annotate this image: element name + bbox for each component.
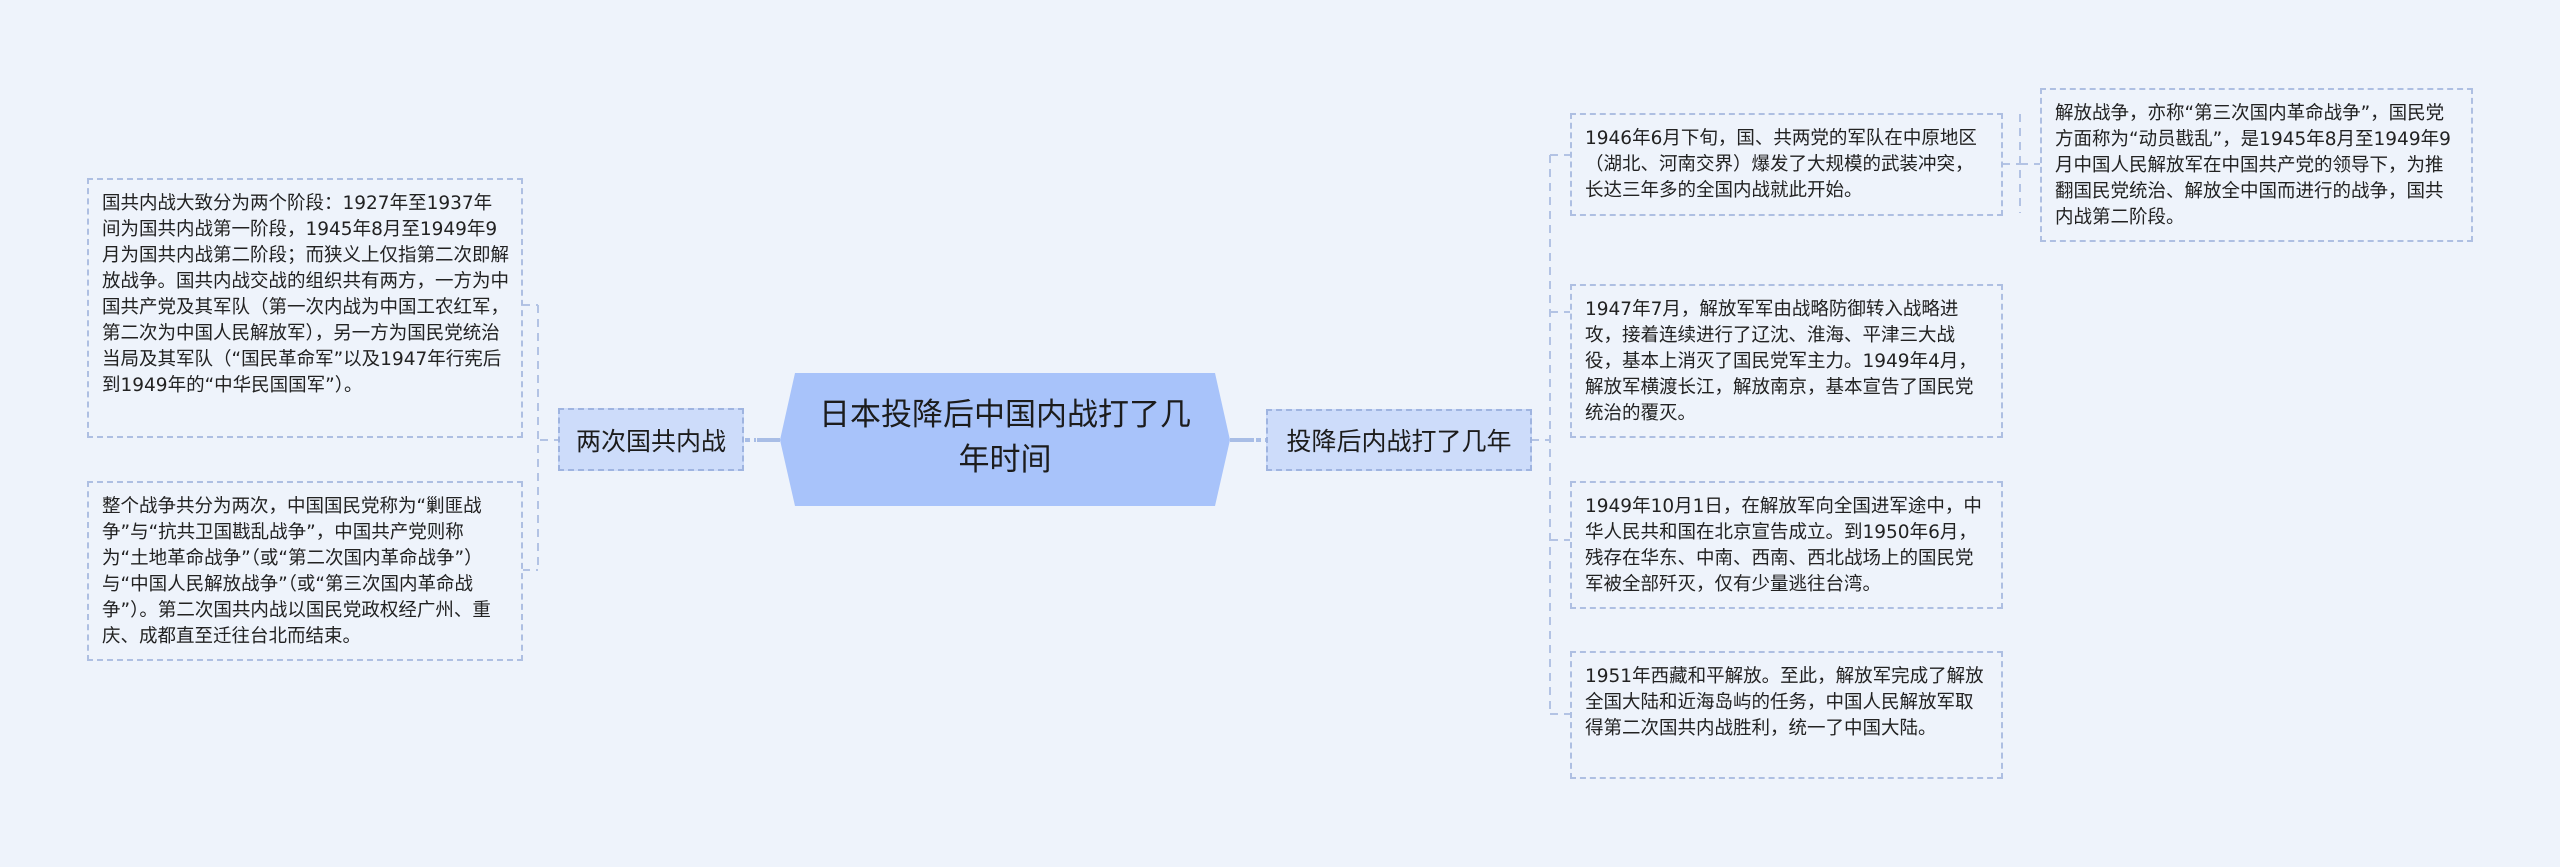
leaf-node-liberation-war[interactable]: 解放战争，亦称“第三次国内革命战争”，国民党方面称为“动员戡乱”，是1945年8… xyxy=(2040,88,2473,242)
branch-node-two-civil-wars[interactable]: 两次国共内战 xyxy=(558,408,744,471)
leaf-text: 整个战争共分为两次，中国国民党称为“剿匪战争”与“抗共卫国戡乱战争”，中国共产党… xyxy=(102,496,491,647)
leaf-text: 1949年10月1日，在解放军向全国进军途中，中华人民共和国在北京宣告成立。到1… xyxy=(1585,496,1982,595)
leaf-text: 解放战争，亦称“第三次国内革命战争”，国民党方面称为“动员戡乱”，是1945年8… xyxy=(2055,103,2451,228)
root-title: 日本投降后中国内战打了几年时间 xyxy=(819,397,1191,478)
leaf-node[interactable]: 国共内战大致分为两个阶段：1927年至1937年间为国共内战第一阶段，1945年… xyxy=(87,178,523,438)
leaf-node[interactable]: 1946年6月下旬，国、共两党的军队在中原地区（湖北、河南交界）爆发了大规模的武… xyxy=(1570,113,2003,216)
branch-label: 两次国共内战 xyxy=(575,426,726,456)
leaf-text: 1947年7月，解放军军由战略防御转入战略进攻，接着连续进行了辽沈、淮海、平津三… xyxy=(1585,299,1977,424)
branch-label: 投降后内战打了几年 xyxy=(1286,427,1512,456)
leaf-text: 1946年6月下旬，国、共两党的军队在中原地区（湖北、河南交界）爆发了大规模的武… xyxy=(1585,128,1977,201)
leaf-text: 1951年西藏和平解放。至此，解放军完成了解放全国大陆和近海岛屿的任务，中国人民… xyxy=(1585,666,1984,739)
leaf-node[interactable]: 1947年7月，解放军军由战略防御转入战略进攻，接着连续进行了辽沈、淮海、平津三… xyxy=(1570,284,2003,438)
leaf-node[interactable]: 整个战争共分为两次，中国国民党称为“剿匪战争”与“抗共卫国戡乱战争”，中国共产党… xyxy=(87,481,523,661)
leaf-text: 国共内战大致分为两个阶段：1927年至1937年间为国共内战第一阶段，1945年… xyxy=(102,193,510,396)
leaf-node[interactable]: 1951年西藏和平解放。至此，解放军完成了解放全国大陆和近海岛屿的任务，中国人民… xyxy=(1570,651,2003,779)
branch-node-years-after-surrender[interactable]: 投降后内战打了几年 xyxy=(1266,409,1532,471)
root-node[interactable]: 日本投降后中国内战打了几年时间 xyxy=(780,373,1230,506)
leaf-node[interactable]: 1949年10月1日，在解放军向全国进军途中，中华人民共和国在北京宣告成立。到1… xyxy=(1570,481,2003,609)
hexagon-shape xyxy=(780,373,1230,506)
